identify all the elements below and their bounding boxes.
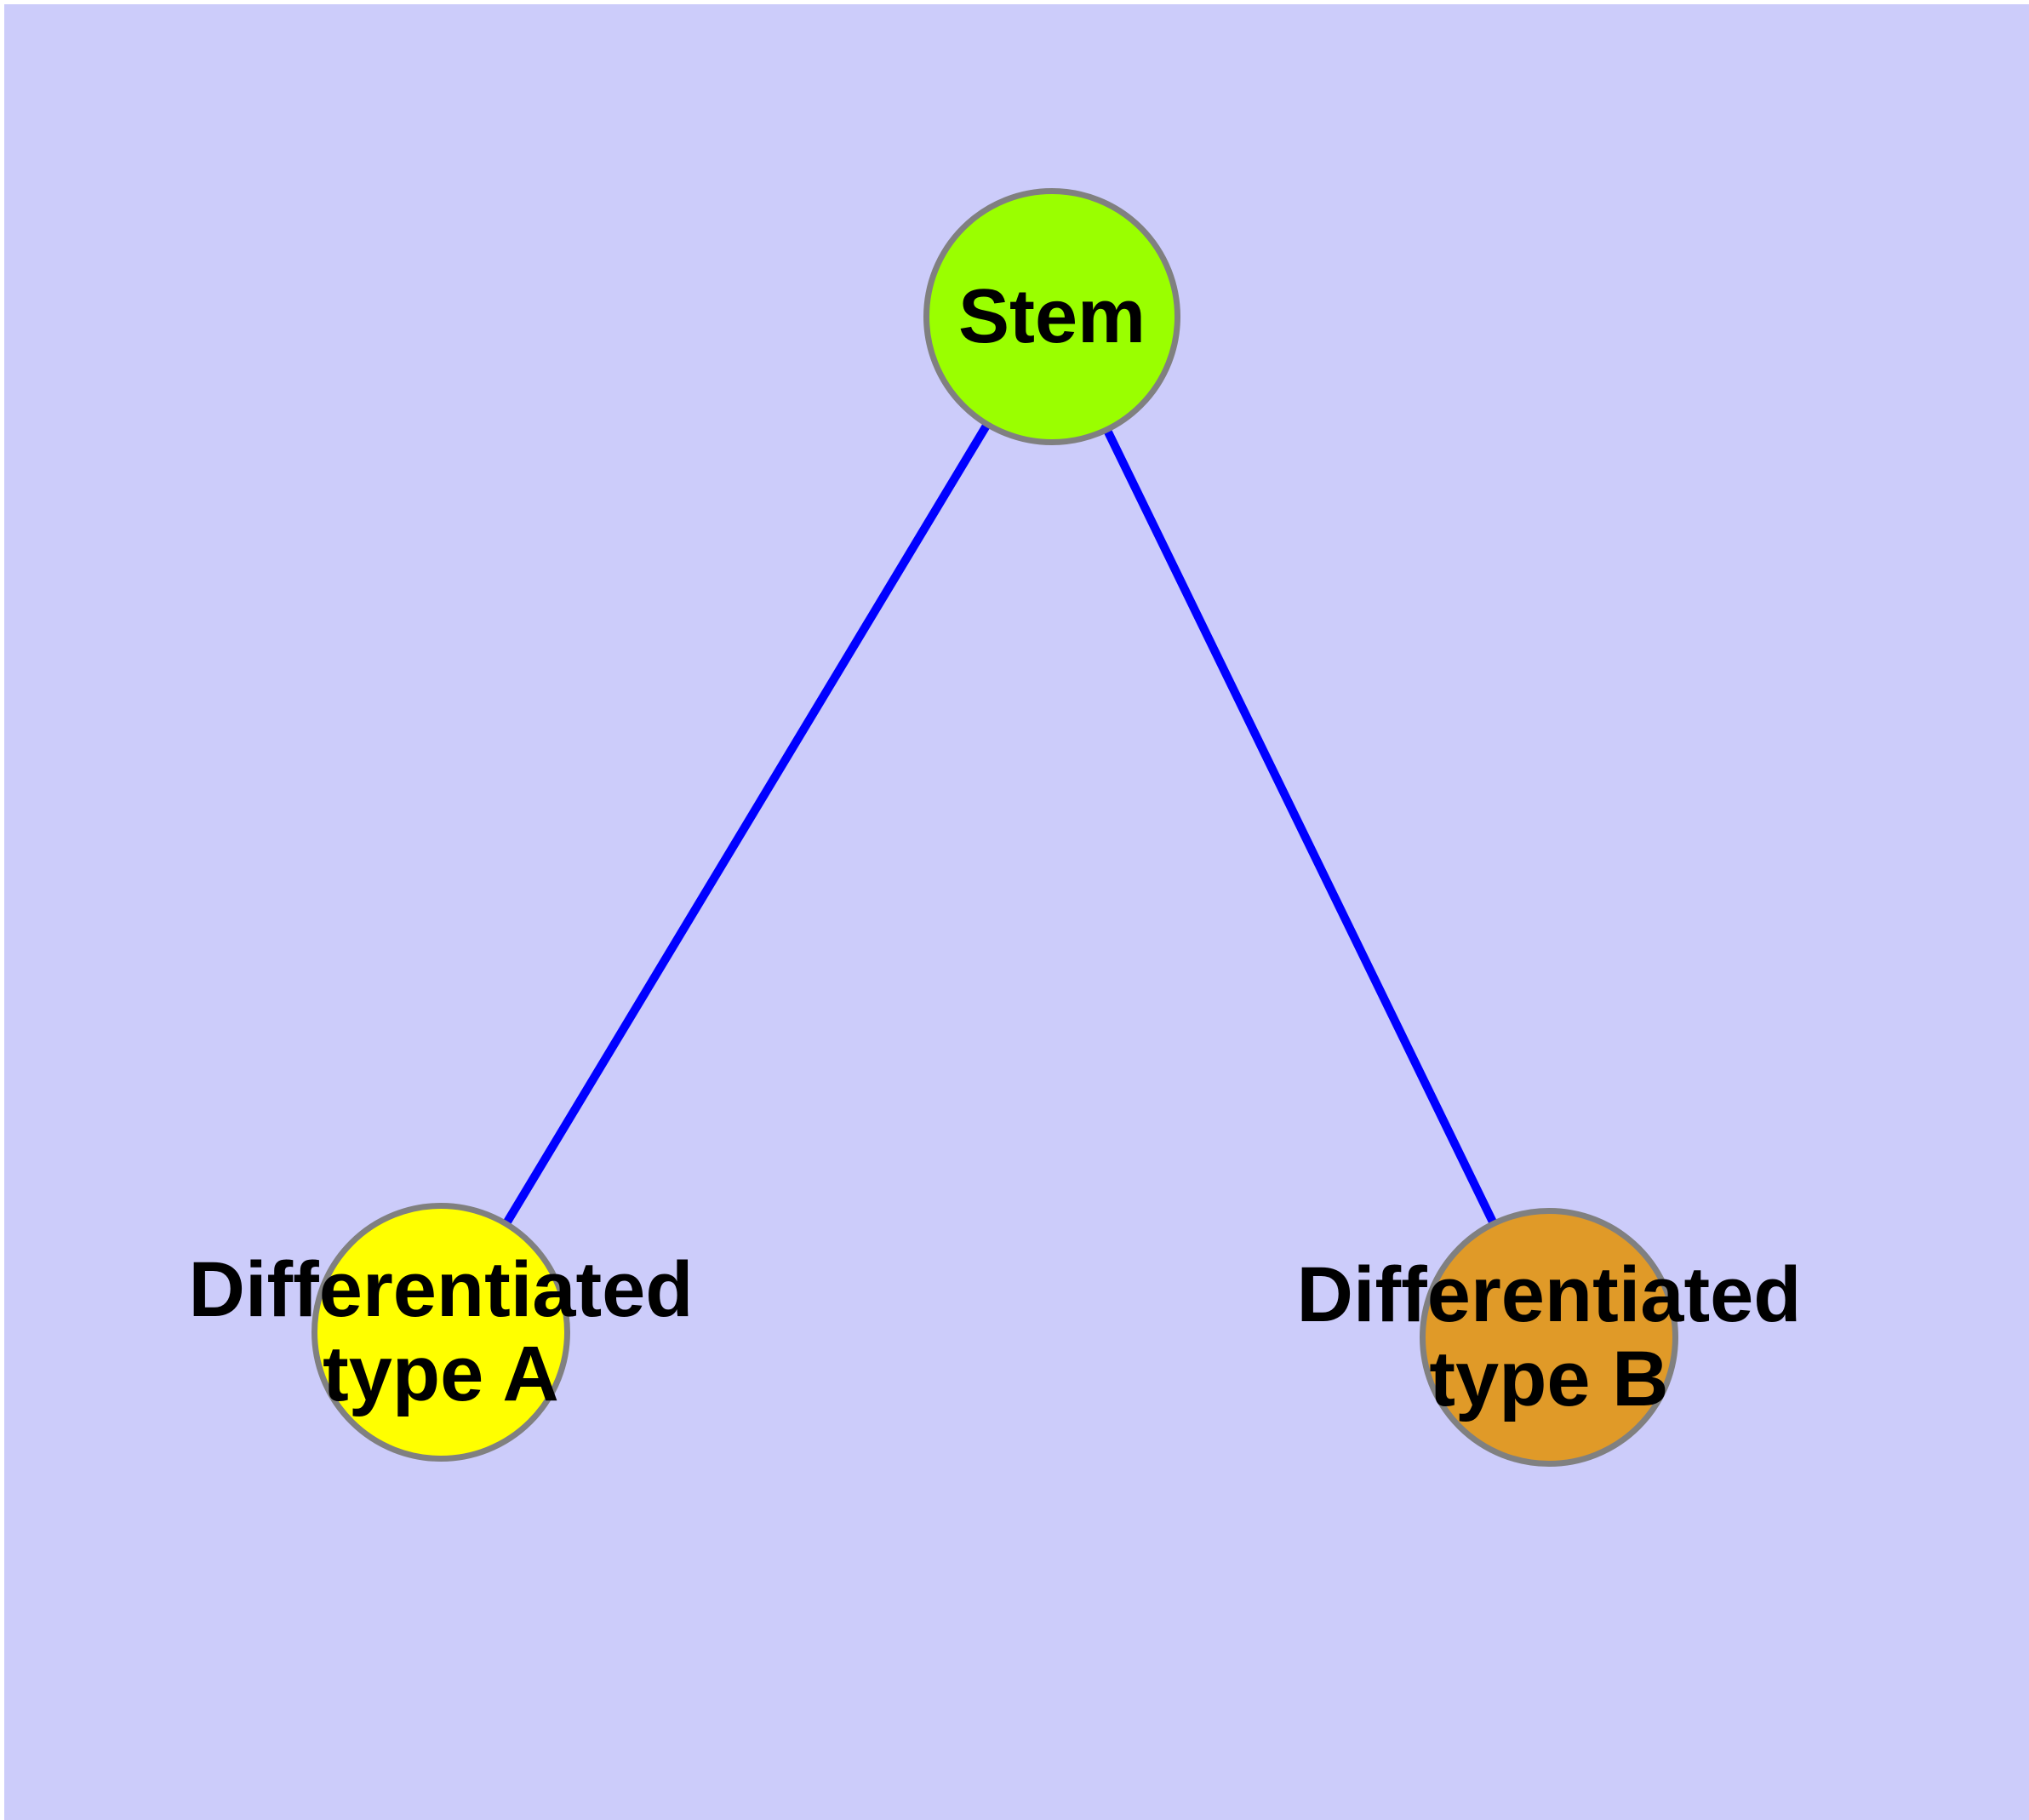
node-layer bbox=[311, 188, 1678, 1467]
graph-node-diff_a[interactable] bbox=[311, 1203, 570, 1462]
graph-node-diff_b[interactable] bbox=[1420, 1208, 1678, 1467]
graph-edge[interactable] bbox=[502, 421, 992, 1227]
graph-node-stem[interactable] bbox=[923, 188, 1180, 445]
edge-layer bbox=[502, 421, 1498, 1227]
graph-edge[interactable] bbox=[1102, 426, 1498, 1227]
